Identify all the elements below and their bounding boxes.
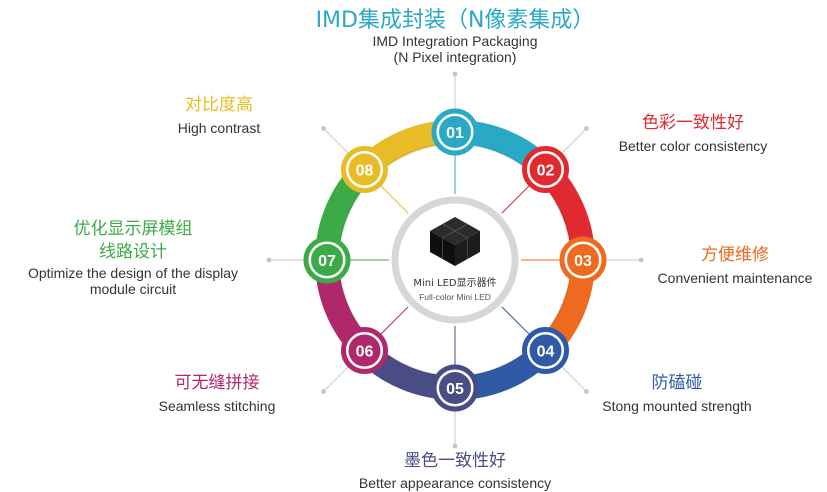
feature-label-01: IMD集成封装（N像素集成） IMD Integration Packaging… xyxy=(255,8,655,65)
node-number-07: 07 xyxy=(318,253,336,270)
node-08: 08 xyxy=(340,145,388,193)
node-03: 03 xyxy=(559,236,607,284)
node-fill-07 xyxy=(311,244,343,276)
center-hub: Mini LED显示器件 Full-color Mini LED xyxy=(391,196,519,324)
node-02: 02 xyxy=(522,145,570,193)
node-number-05: 05 xyxy=(446,381,464,398)
node-number-06: 06 xyxy=(356,344,374,361)
connector-dot-01 xyxy=(452,71,458,77)
feature-label-05: 墨色一致性好 Better appearance consistency xyxy=(325,451,585,491)
node-01: 01 xyxy=(431,108,479,156)
node-fill-01 xyxy=(439,116,471,148)
connector-dot-06 xyxy=(321,389,326,394)
node-06: 06 xyxy=(340,327,388,375)
connector-dot-03 xyxy=(638,257,644,263)
node-number-03: 03 xyxy=(574,253,592,270)
node-fill-03 xyxy=(567,244,599,276)
node-markers: 01 02 03 04 05 06 07 08 xyxy=(303,108,607,412)
node-04: 04 xyxy=(522,327,570,375)
feature-desc-08: High contrast xyxy=(177,119,261,136)
node-fill-04 xyxy=(529,334,562,367)
feature-desc-04: Stong mounted strength xyxy=(602,397,752,414)
feature-desc-01-line1: IMD Integration Packaging xyxy=(372,33,538,50)
feature-title-03: 方便维修 xyxy=(701,245,769,265)
node-fill-02 xyxy=(529,153,562,186)
connector-line-04 xyxy=(559,364,587,392)
feature-title-05: 墨色一致性好 xyxy=(404,451,506,471)
node-number-04: 04 xyxy=(537,344,555,361)
feature-desc-03: Convenient maintenance xyxy=(657,269,813,286)
feature-title-06: 可无缝拼接 xyxy=(174,373,260,393)
feature-title-01: IMD集成封装（N像素集成） xyxy=(315,8,595,33)
feature-title-02: 色彩一致性好 xyxy=(642,113,744,133)
center-label-cn: Mini LED显示器件 xyxy=(413,277,496,289)
feature-title-04: 防磕碰 xyxy=(651,373,703,393)
feature-desc-06: Seamless stitching xyxy=(158,397,276,414)
connector-line-06 xyxy=(323,364,351,392)
node-number-08: 08 xyxy=(356,162,374,179)
center-label-en: Full-color Mini LED xyxy=(419,292,491,302)
node-number-02: 02 xyxy=(537,162,555,179)
feature-title-07-line2: 线路设计 xyxy=(99,241,167,262)
node-number-01: 01 xyxy=(446,125,464,142)
feature-label-08: 对比度高 High contrast xyxy=(124,95,314,136)
connector-lines xyxy=(266,71,644,449)
node-fill-06 xyxy=(348,334,381,367)
feature-label-02: 色彩一致性好 Better color consistency xyxy=(598,113,788,154)
connector-line-08 xyxy=(323,128,351,156)
connector-dot-07 xyxy=(266,257,272,263)
feature-desc-07-line1: Optimize the design of the display xyxy=(27,265,239,282)
feature-title-08: 对比度高 xyxy=(185,95,253,115)
feature-desc-07-line2: module circuit xyxy=(89,281,177,298)
feature-title-07-line1: 优化显示屏模组 xyxy=(73,219,193,239)
connector-line-02 xyxy=(559,128,587,156)
mini-led-chip-icon xyxy=(430,217,480,266)
node-07: 07 xyxy=(303,236,351,284)
connector-dot-05 xyxy=(452,443,458,449)
feature-desc-02: Better color consistency xyxy=(618,137,768,154)
feature-label-03: 方便维修 Convenient maintenance xyxy=(640,245,827,286)
feature-desc-01-line2: (N Pixel integration) xyxy=(393,49,517,66)
connector-dot-04 xyxy=(584,389,589,394)
node-fill-05 xyxy=(439,372,471,404)
feature-desc-05: Better appearance consistency xyxy=(358,474,552,491)
connector-dot-02 xyxy=(584,126,589,131)
feature-label-06: 可无缝拼接 Seamless stitching xyxy=(122,373,312,414)
node-05: 05 xyxy=(431,364,479,412)
connector-dot-08 xyxy=(321,126,326,131)
node-fill-08 xyxy=(348,153,381,186)
feature-label-07: 优化显示屏模组 线路设计 Optimize the design of the … xyxy=(4,219,262,298)
feature-label-04: 防磕碰 Stong mounted strength xyxy=(582,373,772,414)
